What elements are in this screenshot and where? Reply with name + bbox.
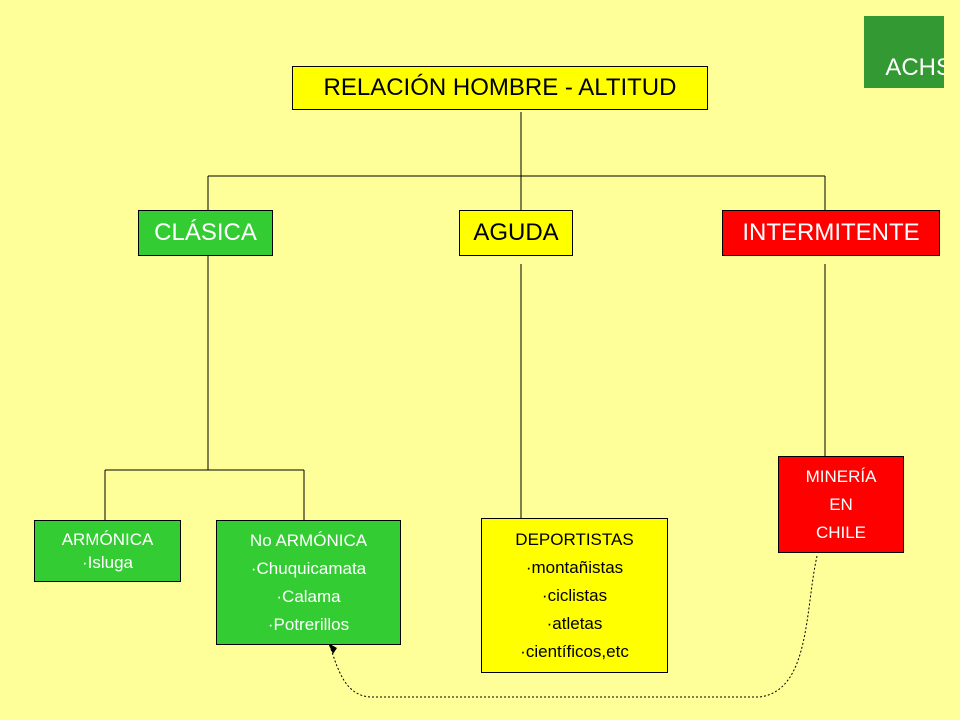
armonica-title: ARMÓNICA	[61, 530, 154, 549]
achs-logo: ACHS	[864, 16, 944, 88]
node-no-armonica: No ARMÓNICA ·Chuquicamata ·Calama ·Potre…	[216, 520, 401, 645]
root-node: RELACIÓN HOMBRE - ALTITUD	[292, 66, 708, 110]
aguda-label: AGUDA	[473, 219, 559, 246]
node-armonica: ARMÓNICA ·Isluga	[34, 520, 181, 582]
clasica-label: CLÁSICA	[154, 219, 257, 246]
deportistas-item: ·montañistas	[525, 557, 624, 577]
deportistas-item: ·ciclistas	[541, 585, 608, 605]
intermitente-label: INTERMITENTE	[742, 219, 920, 246]
no-armonica-item: ·Potrerillos	[267, 614, 350, 634]
mineria-line: CHILE	[815, 522, 867, 542]
arrowhead-icon	[328, 643, 337, 654]
no-armonica-title: No ARMÓNICA	[249, 530, 368, 550]
node-intermitente: INTERMITENTE	[722, 210, 940, 256]
node-aguda: AGUDA	[459, 210, 573, 256]
no-armonica-item: ·Chuquicamata	[250, 558, 367, 578]
node-mineria: MINERÍA EN CHILE	[778, 456, 904, 553]
mineria-line: MINERÍA	[805, 466, 877, 486]
root-label: RELACIÓN HOMBRE - ALTITUD	[323, 74, 677, 101]
no-armonica-item: ·Calama	[276, 586, 341, 606]
node-deportistas: DEPORTISTAS ·montañistas ·ciclistas ·atl…	[481, 518, 668, 673]
mineria-line: EN	[829, 494, 853, 514]
deportistas-item: ·atletas	[546, 613, 603, 633]
armonica-item: ·Isluga	[81, 553, 134, 572]
logo-text: ACHS	[885, 54, 944, 81]
deportistas-title: DEPORTISTAS	[515, 529, 634, 549]
deportistas-item: ·científicos,etc	[520, 641, 629, 661]
node-clasica: CLÁSICA	[138, 210, 273, 256]
